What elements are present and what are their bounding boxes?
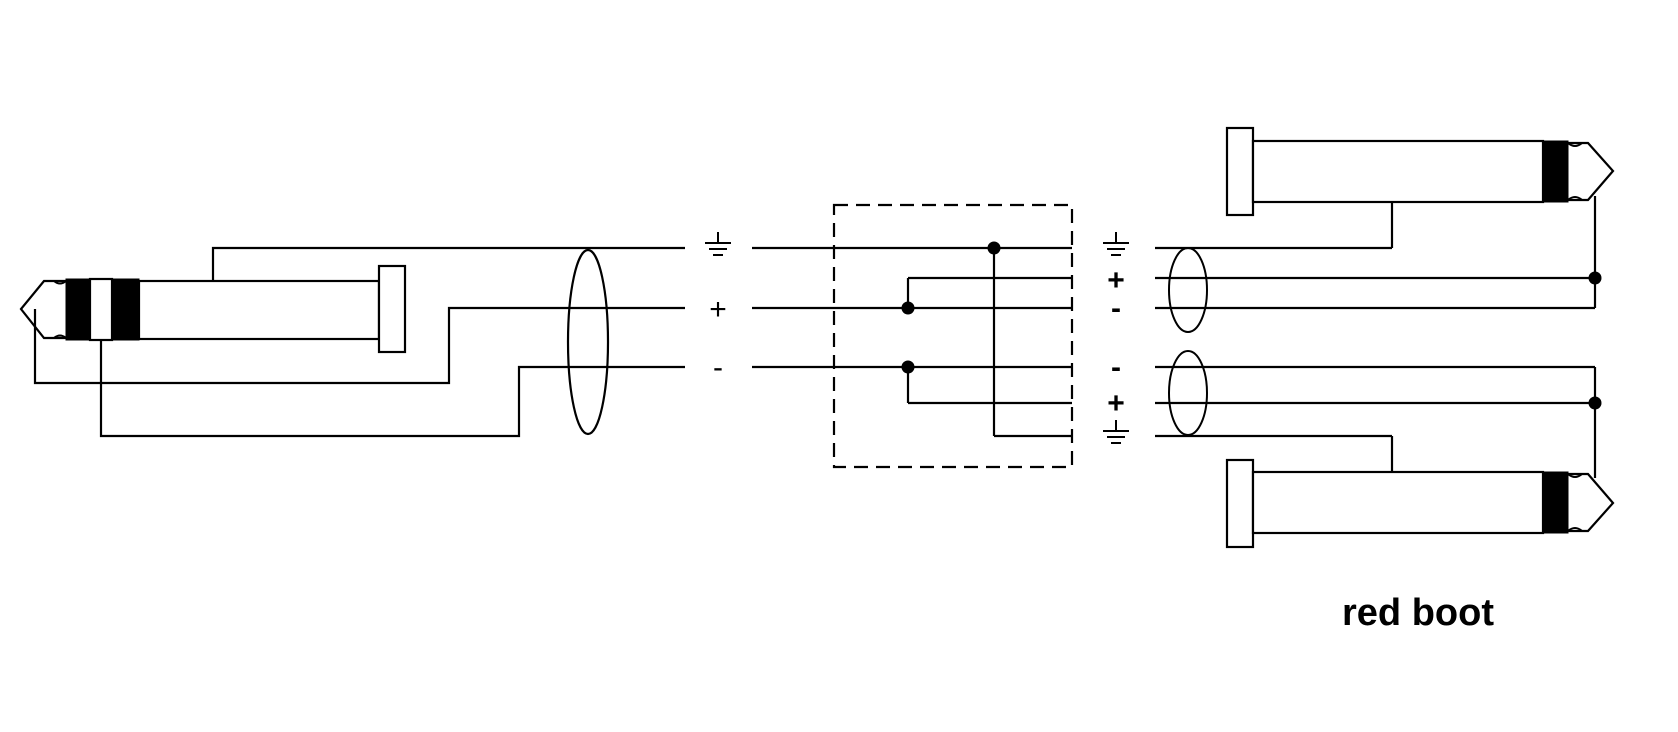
mono-jack-bottom (1225, 458, 1615, 549)
mono-jack-bottom-collar (1225, 458, 1255, 549)
right-plus-bottom-label: + (1107, 387, 1125, 420)
left-polarity-labels: + - (705, 232, 731, 384)
junction-dot (1588, 396, 1602, 410)
mono-jack-top-ring (1542, 140, 1569, 203)
trs-tip (19, 279, 66, 340)
mono-jack-top-sleeve (1251, 139, 1545, 204)
ground-icon (705, 232, 731, 256)
left-minus-label: - (713, 351, 723, 384)
cable-shield-left (566, 248, 610, 436)
adapter-dashed-outline (832, 203, 1074, 469)
right-wiring (1155, 196, 1602, 478)
trs-ring-band (111, 278, 140, 341)
adapter-box (752, 203, 1074, 469)
trs-jack-left (19, 264, 407, 354)
right-polarity-labels: + - - + (1103, 232, 1129, 444)
trs-tip-ring (65, 278, 91, 341)
junction-dot (901, 301, 915, 315)
junction-dot (1588, 271, 1602, 285)
mono-jack-top (1225, 126, 1615, 217)
right-minus-bottom-label: - (1111, 351, 1121, 384)
cable-shield-top (1168, 247, 1208, 333)
junction-dot (901, 360, 915, 374)
mono-jack-top-collar (1225, 126, 1255, 217)
right-plus-top-label: + (1107, 264, 1125, 297)
mono-jack-bottom-sleeve (1251, 470, 1545, 535)
junction-dot (987, 241, 1001, 255)
cable-shield-bottom (1168, 350, 1208, 436)
caption-red-boot: red boot (1342, 592, 1494, 634)
ground-icon (1103, 420, 1129, 444)
mono-jack-bottom-tip (1568, 472, 1615, 533)
trs-collar (377, 264, 407, 354)
mono-jack-bottom-ring (1542, 471, 1569, 534)
mono-jack-top-tip (1568, 141, 1615, 202)
left-wiring (33, 246, 685, 438)
right-minus-top-label: - (1111, 292, 1121, 325)
left-plus-label: + (709, 293, 727, 326)
trs-sleeve (137, 279, 381, 341)
ground-icon (1103, 232, 1129, 256)
